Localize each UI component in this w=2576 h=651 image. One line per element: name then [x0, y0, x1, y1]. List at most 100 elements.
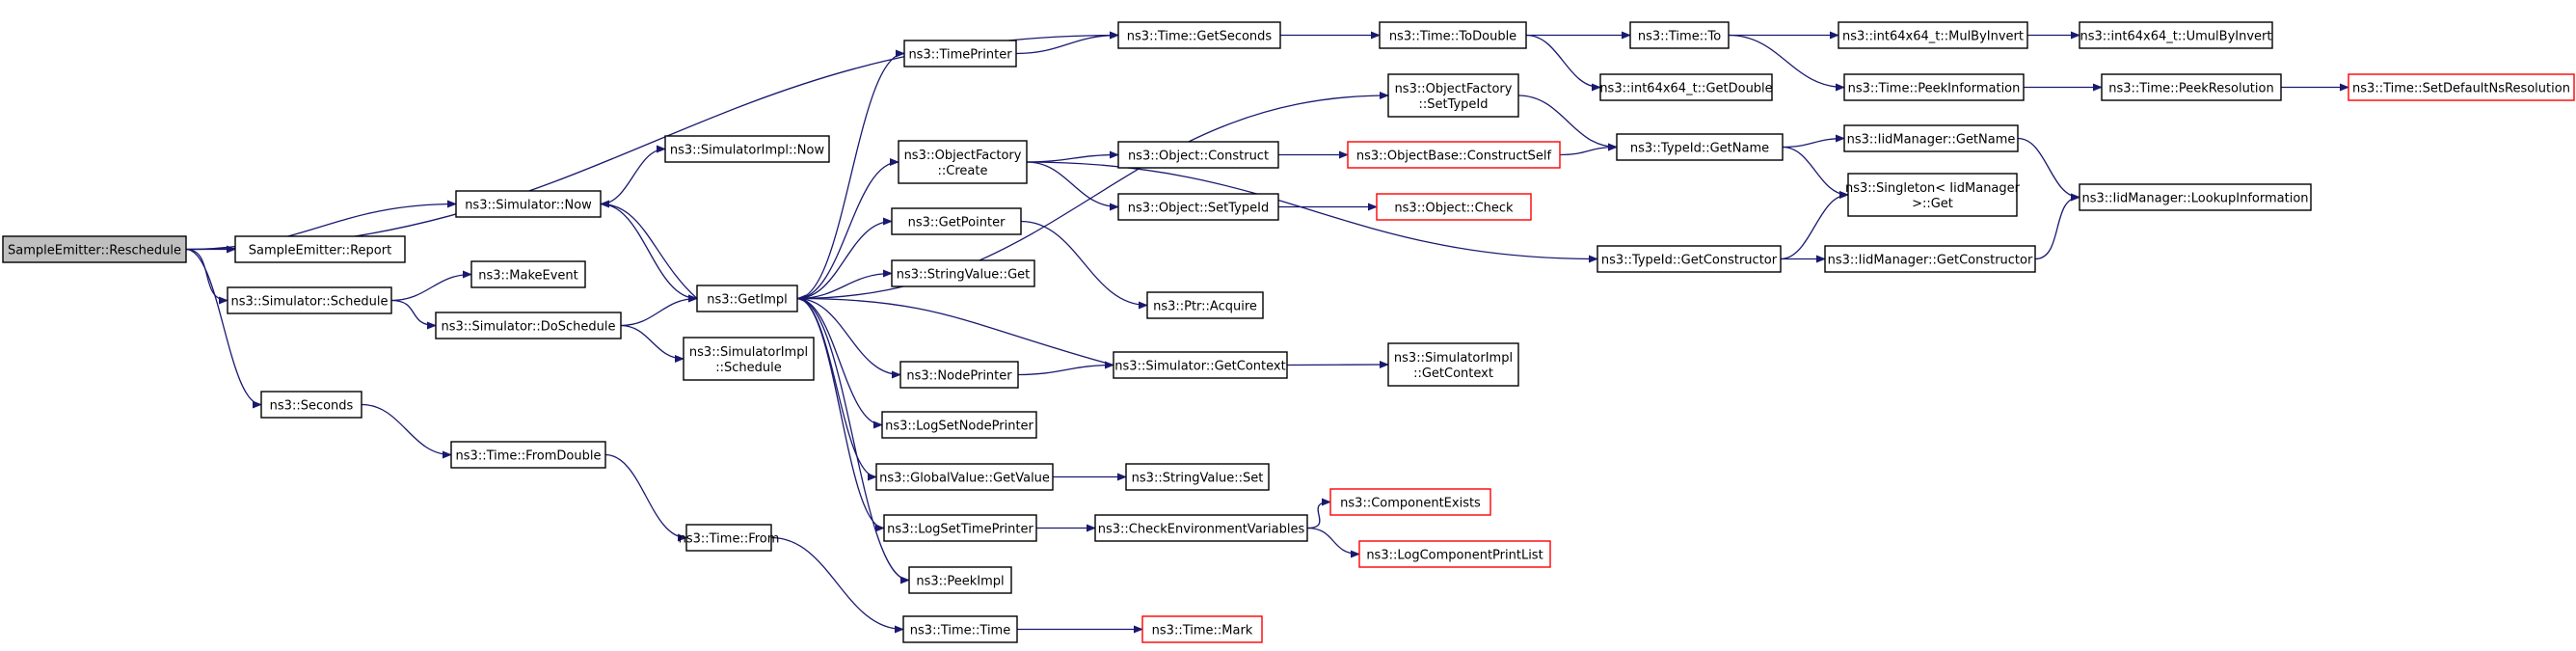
- node-logcomponentprintlist[interactable]: ns3::LogComponentPrintList: [1358, 540, 1551, 568]
- node-box: [899, 361, 1019, 389]
- edge-sim-schedule-to-doschedule: [390, 299, 437, 330]
- node-box: [1387, 342, 1519, 387]
- node-sim-getcontext[interactable]: ns3::Simulator::GetContext: [1113, 351, 1288, 379]
- node-box: [1113, 351, 1288, 379]
- node-report[interactable]: SampleEmitter::Report: [234, 235, 406, 263]
- node-getseconds[interactable]: ns3::Time::GetSeconds: [1117, 21, 1281, 49]
- edge-timeprinter-to-getseconds: [1015, 31, 1119, 55]
- edge-iid-getname-to-lookupinformation: [2017, 137, 2080, 202]
- node-label: ns3::Ptr::Acquire: [1153, 300, 1257, 314]
- node-peekinformation[interactable]: ns3::Time::PeekInformation: [1843, 73, 2025, 101]
- edge-getimpl-to-timeprinter: [796, 49, 905, 300]
- node-simimpl-getcontext[interactable]: ns3::SimulatorImpl::GetContext: [1387, 342, 1519, 387]
- node-typeid-getconstructor[interactable]: ns3::TypeId::GetConstructor: [1597, 245, 1782, 273]
- node-label: ns3::Time::GetSeconds: [1127, 30, 1273, 44]
- node-box: [891, 207, 1022, 235]
- node-logsettimeprinter[interactable]: ns3::LogSetTimePrinter: [883, 514, 1037, 542]
- node-label: ns3::Time::From: [679, 532, 780, 547]
- node-label: ns3::int64x64_t::MulByInvert: [1842, 30, 2024, 44]
- node-logsetnodeprinter[interactable]: ns3::LogSetNodePrinter: [881, 411, 1037, 439]
- node-sim-schedule[interactable]: ns3::Simulator::Schedule: [227, 286, 392, 314]
- node-obj-check[interactable]: ns3::Object::Check: [1376, 193, 1532, 221]
- node-box: [1629, 21, 1730, 49]
- node-lookupinformation[interactable]: ns3::IidManager::LookupInformation: [2079, 183, 2312, 211]
- node-umulbyinvert[interactable]: ns3::int64x64_t::UmulByInvert: [2079, 21, 2273, 49]
- node-label: ns3::IidManager::GetName: [1847, 133, 2016, 148]
- node-gv-getvalue[interactable]: ns3::GlobalValue::GetValue: [875, 463, 1054, 491]
- node-box: [883, 514, 1037, 542]
- node-box: [898, 140, 1028, 184]
- edge-seconds-to-fromdouble: [361, 403, 452, 459]
- node-mulbyinvert[interactable]: ns3::int64x64_t::MulByInvert: [1838, 21, 2028, 49]
- node-box: [908, 566, 1012, 594]
- node-simimpl-now[interactable]: ns3::SimulatorImpl::Now: [664, 135, 830, 163]
- node-box: [881, 411, 1037, 439]
- edge-sim-now-to-getimpl: [600, 203, 698, 303]
- node-reschedule[interactable]: SampleEmitter::Reschedule: [2, 235, 187, 263]
- node-label: ns3::LogSetTimePrinter: [887, 523, 1033, 537]
- node-ptr-acquire[interactable]: ns3::Ptr::Acquire: [1146, 291, 1264, 319]
- node-box: [683, 337, 815, 381]
- node-box: [1847, 173, 2018, 217]
- node-componentexists[interactable]: ns3::ComponentExists: [1329, 488, 1491, 516]
- node-label: ns3::Object::SetTypeId: [1128, 202, 1269, 216]
- node-time-to[interactable]: ns3::Time::To: [1629, 21, 1730, 49]
- node-label: ns3::NodePrinter: [906, 369, 1012, 384]
- edge-sim-schedule-to-makeevent: [390, 270, 472, 302]
- node-makeevent[interactable]: ns3::MakeEvent: [470, 260, 586, 288]
- node-iid-getconstructor[interactable]: ns3::IidManager::GetConstructor: [1824, 245, 2036, 273]
- node-label: ::GetContext: [1413, 366, 1493, 381]
- node-box: [1125, 463, 1270, 491]
- node-label: ns3::StringValue::Get: [897, 268, 1030, 283]
- node-nodeprinter[interactable]: ns3::NodePrinter: [899, 361, 1019, 389]
- node-obj-construct[interactable]: ns3::Object::Construct: [1117, 141, 1279, 169]
- node-todouble[interactable]: ns3::Time::ToDouble: [1379, 21, 1527, 49]
- node-of-settypeid[interactable]: ns3::ObjectFactory::SetTypeId: [1387, 73, 1519, 118]
- node-box: [1117, 141, 1279, 169]
- edge-typeid-getname-to-singleton-get: [1782, 146, 1849, 199]
- node-label: ns3::Simulator::Schedule: [230, 295, 388, 310]
- node-mark[interactable]: ns3::Time::Mark: [1141, 615, 1263, 643]
- node-peekimpl[interactable]: ns3::PeekImpl: [908, 566, 1012, 594]
- node-typeid-getname[interactable]: ns3::TypeId::GetName: [1616, 133, 1784, 161]
- node-label: ns3::ComponentExists: [1340, 497, 1481, 511]
- node-obj-settypeid[interactable]: ns3::Object::SetTypeId: [1117, 193, 1279, 221]
- node-setdefaultnsresolution[interactable]: ns3::Time::SetDefaultNsResolution: [2348, 73, 2575, 101]
- node-label: ::Create: [938, 164, 988, 178]
- node-from[interactable]: ns3::Time::From: [679, 524, 780, 552]
- node-label: ::SetTypeId: [1418, 97, 1488, 112]
- node-timector[interactable]: ns3::Time::Time: [902, 615, 1018, 643]
- node-timeprinter[interactable]: ns3::TimePrinter: [903, 40, 1017, 68]
- node-label: ns3::SimulatorImpl: [1394, 351, 1513, 366]
- node-getpointer[interactable]: ns3::GetPointer: [891, 207, 1022, 235]
- edge-getimpl-to-getpointer: [796, 217, 893, 300]
- node-simimpl-schedule[interactable]: ns3::SimulatorImpl::Schedule: [683, 337, 815, 381]
- node-peekresolution[interactable]: ns3::Time::PeekResolution: [2101, 73, 2282, 101]
- node-iid-getname[interactable]: ns3::IidManager::GetName: [1843, 124, 2019, 152]
- edge-from-to-timector: [770, 536, 904, 634]
- node-box: [1094, 514, 1308, 542]
- node-int64-getdouble[interactable]: ns3::int64x64_t::GetDouble: [1599, 73, 1773, 101]
- node-of-create[interactable]: ns3::ObjectFactory::Create: [898, 140, 1028, 184]
- node-box: [2101, 73, 2282, 101]
- node-label: ns3::Simulator::GetContext: [1114, 360, 1285, 374]
- node-stringvalue-set[interactable]: ns3::StringValue::Set: [1125, 463, 1270, 491]
- node-label: ns3::IidManager::GetConstructor: [1828, 254, 2033, 268]
- node-seconds[interactable]: ns3::Seconds: [260, 391, 362, 419]
- node-label: ns3::TypeId::GetConstructor: [1601, 254, 1778, 268]
- edge-nodeprinter-to-sim-getcontext: [1017, 361, 1114, 376]
- node-constructself[interactable]: ns3::ObjectBase::ConstructSelf: [1347, 141, 1561, 169]
- node-singleton-get[interactable]: ns3::Singleton< IidManager>::Get: [1845, 173, 2021, 217]
- node-box: [1117, 21, 1281, 49]
- node-label: ::Schedule: [715, 361, 782, 375]
- node-stringvalue-get[interactable]: ns3::StringValue::Get: [891, 259, 1035, 287]
- node-doschedule[interactable]: ns3::Simulator::DoSchedule: [435, 312, 622, 339]
- node-label: ns3::Time::FromDouble: [456, 449, 602, 464]
- node-box: [260, 391, 362, 419]
- node-getimpl[interactable]: ns3::GetImpl: [696, 285, 798, 312]
- node-checkenv[interactable]: ns3::CheckEnvironmentVariables: [1094, 514, 1308, 542]
- node-label: ns3::int64x64_t::GetDouble: [1599, 82, 1772, 96]
- node-sim-now[interactable]: ns3::Simulator::Now: [455, 190, 602, 218]
- node-fromdouble[interactable]: ns3::Time::FromDouble: [450, 441, 606, 469]
- edge-of-create-to-obj-construct: [1026, 150, 1119, 163]
